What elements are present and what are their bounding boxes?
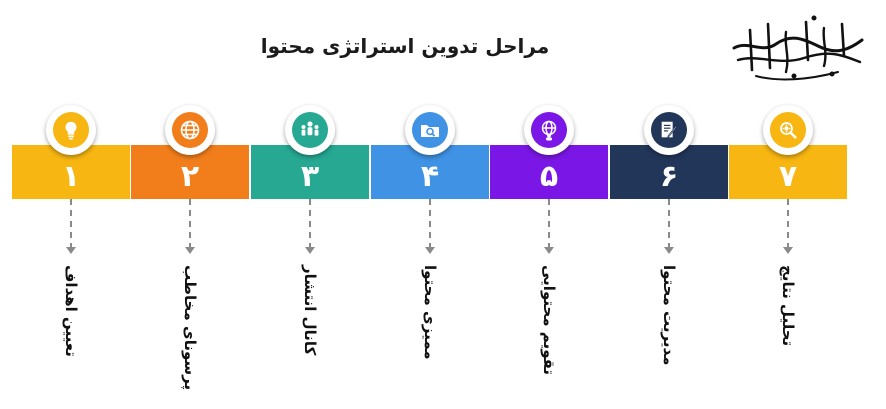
dashed-connector (70, 199, 72, 249)
stage-icon-badge (285, 105, 335, 155)
dashed-connector (189, 199, 191, 249)
stage-icon-badge (165, 105, 215, 155)
folder-search-icon (421, 125, 439, 137)
stage-label: پرسونای مخاطب (181, 265, 199, 391)
lightbulb-icon (65, 121, 77, 140)
globe-icon (180, 120, 200, 140)
stage-number: ۴ (420, 159, 440, 194)
arrow-down-icon (425, 247, 435, 254)
stage-label: تقویم محتوایی (540, 265, 558, 376)
stage-number: ۱ (61, 159, 81, 194)
stage-icon-badge (405, 105, 455, 155)
stage-4: ۴ ممیزی محتوا (371, 105, 489, 405)
people-icon (301, 121, 319, 136)
gear-search-icon (780, 122, 797, 139)
dashed-connector (548, 199, 550, 249)
stage-number: ۷ (778, 159, 798, 194)
stage-icon-badge (46, 105, 96, 155)
stage-7: ۷ تحلیل نتایج (729, 105, 847, 405)
stage-number: ۶ (659, 159, 679, 194)
dashed-connector (787, 199, 789, 249)
dashed-connector (429, 199, 431, 249)
stage-label: تحلیل نتایج (779, 265, 797, 347)
arrow-down-icon (66, 247, 76, 254)
network-user-icon (541, 120, 557, 141)
arrow-down-icon (185, 247, 195, 254)
signature-logo (732, 15, 864, 81)
stage-number: ۲ (180, 159, 200, 194)
arrow-down-icon (305, 247, 315, 254)
stage-number: ۳ (300, 159, 320, 194)
stage-6: ۶ مدیریت محتوا (610, 105, 728, 405)
stage-label: کانال انتشار (301, 265, 319, 356)
page-title: مراحل تدوین استراتژی محتوا (260, 34, 550, 58)
dashed-connector (309, 199, 311, 249)
stage-5: ۵ تقویم محتوایی (490, 105, 608, 405)
document-pen-icon (661, 121, 677, 139)
stage-number: ۵ (539, 159, 559, 194)
stage-label: مدیریت محتوا (660, 265, 678, 366)
stage-3: ۳ کانال انتشار (251, 105, 369, 405)
stage-icon-badge (524, 105, 574, 155)
arrow-down-icon (664, 247, 674, 254)
stage-label: تعیین اهداف (62, 265, 80, 357)
stage-icon-badge (644, 105, 694, 155)
stage-label: ممیزی محتوا (421, 265, 439, 360)
stage-icon-badge (763, 105, 813, 155)
arrow-down-icon (544, 247, 554, 254)
stage-2: ۲ پرسونای مخاطب (131, 105, 249, 405)
arrow-down-icon (783, 247, 793, 254)
stage-1: ۱ تعیین اهداف (12, 105, 130, 405)
dashed-connector (668, 199, 670, 249)
